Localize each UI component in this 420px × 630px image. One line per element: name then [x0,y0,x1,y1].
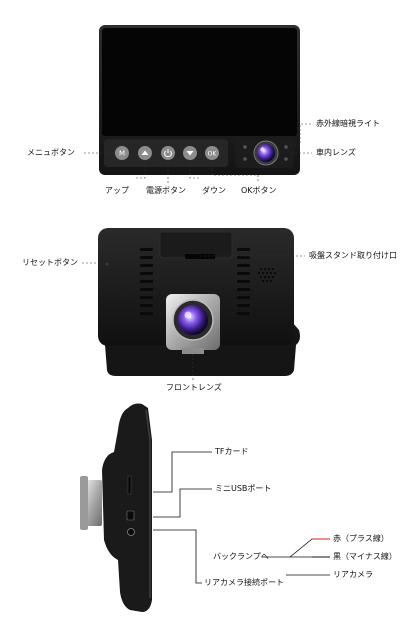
speaker-grille [258,268,276,282]
front-lens-glass [178,305,208,335]
ok-icon: OK [208,151,218,158]
screen [102,28,297,136]
side-edge-highlight [145,409,151,598]
power-icon [164,149,172,158]
rear-camera-port[interactable] [127,528,135,536]
ir-light-right [284,145,288,149]
side-view [80,403,330,612]
label-red-wire: 赤（プラス線） [333,534,389,543]
back-leader-lines [82,255,305,380]
vent-left [140,248,153,315]
label-ir-night-light: 赤外線暗視ライト [316,119,380,128]
tf-card-slot[interactable] [127,475,132,495]
ir-light-right-2 [284,157,288,161]
label-up: アップ [105,186,129,195]
menu-icon: M [119,150,125,158]
ir-light-left [243,145,247,149]
label-tf-card: TFカード [215,447,249,456]
label-suction-mount: 吸盤スタンド取り付け口 [309,251,397,260]
front-lens-highlight [184,311,192,319]
label-black-wire: 黒（マイナス線） [333,552,397,561]
down-button[interactable] [183,146,197,160]
suction-mount-slot [185,254,215,259]
label-rear-camera: リアカメラ [333,570,373,579]
label-front-lens: フロントレンズ [166,383,222,392]
ir-light-left-2 [243,157,247,161]
label-menu-button: メニュボタン [27,148,75,157]
label-power-button: 電源ボタン [146,186,186,195]
reset-button[interactable] [105,262,109,266]
power-button[interactable] [161,146,175,160]
label-down: ダウン [202,186,226,195]
up-arrow-icon [141,150,149,155]
device-body-side [102,403,152,612]
front-view: M OK [84,25,312,183]
label-rear-camera-port: リアカメラ接続ポート [202,578,286,588]
menu-button[interactable]: M [115,146,129,160]
front-leader-lines [84,123,312,183]
label-ok-button: OKボタン [241,186,277,195]
label-interior-lens: 車内レンズ [316,148,356,157]
front-lens-neck [182,348,204,354]
vent-right [237,248,250,315]
side-mount-arm [84,480,102,526]
up-button[interactable] [138,146,152,160]
mini-usb-port[interactable] [126,510,135,521]
label-reset-button: リセットボタン [22,258,78,267]
back-view [82,228,305,380]
label-backlight: バックランプへ [213,552,269,561]
interior-lens-highlight [260,147,265,152]
down-arrow-icon [186,151,194,156]
interior-lens-glass [257,144,275,162]
side-leader-lines [153,451,330,584]
ok-button[interactable]: OK [205,146,219,160]
side-mount-base [80,476,88,530]
label-mini-usb-port: ミニUSBポート [215,484,272,493]
